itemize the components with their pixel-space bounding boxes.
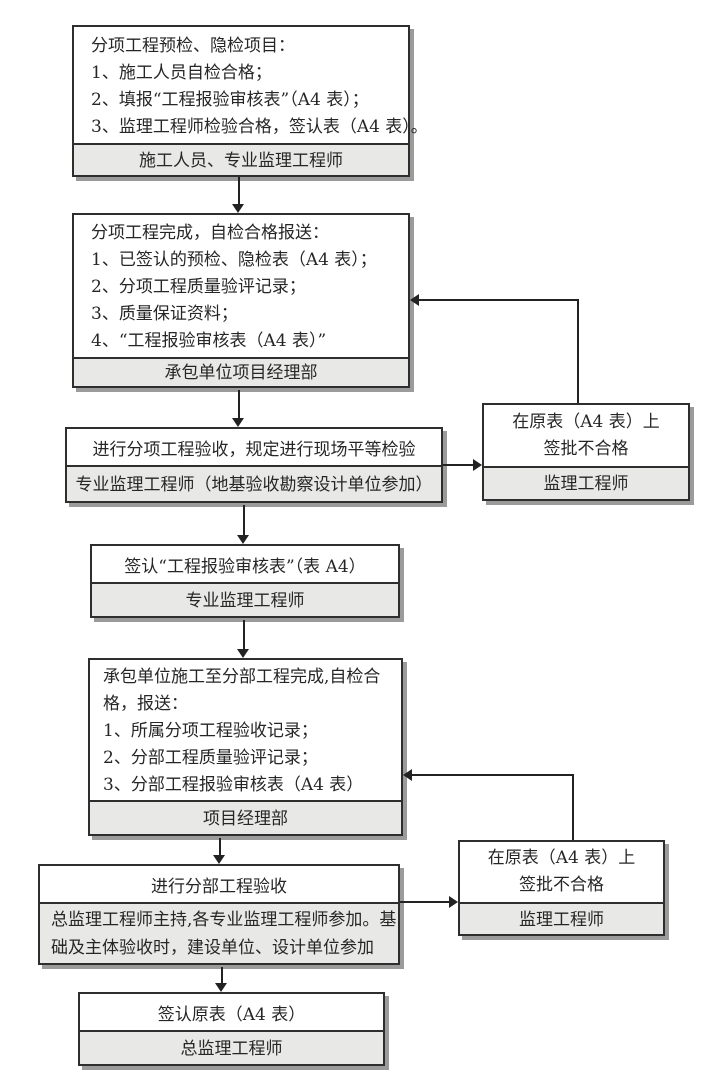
text-line: 1、施工人员自检合格； [91, 63, 272, 83]
arrow-down-icon [237, 535, 249, 544]
box-footer: 专业监理工程师 [92, 582, 398, 616]
flow-box-reject-a4-2: 在原表（A4 表）上 签批不合格 监理工程师 [458, 840, 665, 936]
text-line: 2、分项工程质量验评记录； [91, 277, 306, 297]
connector-box6-reject2 [400, 901, 449, 903]
box-body: 在原表（A4 表）上 签批不合格 [484, 405, 688, 466]
arrow-right-icon [473, 459, 482, 471]
text-line: 专业监理工程师（地基验收勘察设计单位参加） [75, 475, 433, 495]
box-footer: 施工人员、专业监理工程师 [74, 143, 408, 175]
text-line: 1、所属分项工程验收记录； [103, 721, 318, 741]
box-body: 进行分部工程验收 [40, 866, 398, 902]
text-line: 4、“工程报验审核表（A4 表）” [91, 331, 327, 351]
text-line: 3、质量保证资料； [91, 304, 238, 324]
text-line: 在原表（A4 表）上 [512, 411, 660, 432]
flow-box-reject-a4-1: 在原表（A4 表）上 签批不合格 监理工程师 [482, 403, 690, 501]
connector-box2-box3 [238, 390, 240, 419]
flow-box-subitem-complete-submit: 分项工程完成，自检合格报送： 1、已签认的预检、隐检表（A4 表）； 2、分项工… [72, 213, 410, 388]
connector-box5-box6 [219, 838, 221, 856]
box-body: 签认“工程报验审核表”（表 A4） [92, 546, 398, 582]
arrow-down-icon [213, 855, 225, 864]
box-body: 承包单位施工至分部工程完成,自检合 格，报送： 1、所属分项工程验收记录； 2、… [90, 660, 401, 800]
flow-box-subitem-acceptance: 进行分项工程验收，规定进行现场平等检验 专业监理工程师（地基验收勘察设计单位参加… [65, 427, 443, 503]
text-line: 施工人员、专业监理工程师 [139, 151, 343, 171]
box-body: 签认原表（A4 表） [80, 994, 383, 1030]
text-line: 分项工程完成，自检合格报送： [91, 223, 329, 243]
arrow-down-icon [232, 418, 244, 427]
connector-reject2-feedback-vertical [572, 774, 574, 840]
arrow-down-icon [232, 204, 244, 213]
text-line: 格，报送： [103, 694, 188, 714]
text-line: 1、已签认的预检、隐检表（A4 表）； [91, 250, 377, 270]
connector-reject2-feedback-horizontal [412, 774, 574, 776]
connector-box6-box7 [221, 967, 223, 984]
text-line: 签认原表（A4 表） [157, 1004, 306, 1025]
connector-box4-box5 [243, 620, 245, 650]
text-line: 签批不合格 [543, 438, 629, 459]
text-line: 承包单位项目经理部 [164, 363, 318, 383]
flow-box-sign-original-form: 签认原表（A4 表） 总监理工程师 [78, 992, 385, 1066]
text-line: 3、监理工程师检验合格，签认表（A4 表）。 [91, 117, 428, 137]
connector-box3-reject1 [443, 464, 473, 466]
text-line: 总监理工程师主持,各专业监理工程师参加。基 [51, 910, 397, 930]
text-line: 进行分项工程验收，规定进行现场平等检验 [92, 439, 416, 460]
arrow-down-icon [215, 983, 227, 992]
text-line: 础及主体验收时，建设单位、设计单位参加 [51, 938, 374, 958]
box-footer: 监理工程师 [460, 902, 663, 934]
text-line: 监理工程师 [519, 910, 604, 930]
flow-box-subdivision-complete-submit: 承包单位施工至分部工程完成,自检合 格，报送： 1、所属分项工程验收记录； 2、… [88, 658, 403, 836]
text-line: 签认“工程报验审核表”（表 A4） [124, 556, 366, 577]
box-body: 分项工程预检、隐检项目： 1、施工人员自检合格； 2、填报“工程报验审核表”（A… [74, 27, 428, 143]
text-line: 签批不合格 [519, 875, 604, 895]
connector-reject1-feedback-vertical [577, 299, 579, 403]
text-line: 承包单位施工至分部工程完成,自检合 [103, 667, 381, 687]
text-line: 2、分部工程质量验评记录； [103, 748, 318, 768]
flow-box-subdivision-acceptance: 进行分部工程验收 总监理工程师主持,各专业监理工程师参加。基 础及主体验收时，建… [38, 864, 400, 965]
arrow-down-icon [237, 649, 249, 658]
arrow-left-icon [410, 294, 419, 306]
text-line: 2、填报“工程报验审核表”（A4 表）； [91, 90, 369, 110]
connector-box1-box2 [238, 177, 240, 205]
box-footer: 监理工程师 [484, 466, 688, 499]
text-line: 监理工程师 [543, 474, 629, 494]
flow-box-subitem-precheck: 分项工程预检、隐检项目： 1、施工人员自检合格； 2、填报“工程报验审核表”（A… [72, 25, 428, 177]
box-footer: 专业监理工程师（地基验收勘察设计单位参加） [67, 465, 441, 501]
box-footer: 总监理工程师主持,各专业监理工程师参加。基 础及主体验收时，建设单位、设计单位参… [40, 902, 398, 963]
text-line: 进行分部工程验收 [151, 876, 287, 897]
box-footer: 承包单位项目经理部 [74, 357, 408, 386]
text-line: 项目经理部 [203, 809, 288, 829]
flow-box-sign-review-form: 签认“工程报验审核表”（表 A4） 专业监理工程师 [90, 544, 400, 618]
box-footer: 总监理工程师 [80, 1030, 383, 1064]
box-body: 分项工程完成，自检合格报送： 1、已签认的预检、隐检表（A4 表）； 2、分项工… [74, 215, 408, 357]
connector-box3-box4 [243, 505, 245, 536]
text-line: 在原表（A4 表）上 [487, 848, 636, 868]
text-line: 总监理工程师 [180, 1039, 283, 1059]
arrow-left-icon [403, 769, 412, 781]
text-line: 3、分部工程报验审核表（A4 表） [103, 775, 364, 795]
box-body: 在原表（A4 表）上 签批不合格 [460, 842, 663, 902]
box-footer: 项目经理部 [90, 800, 401, 834]
text-line: 专业监理工程师 [185, 591, 305, 611]
connector-reject1-feedback-horizontal [419, 299, 579, 301]
arrow-right-icon [449, 896, 458, 908]
text-line: 分项工程预检、隐检项目： [91, 36, 295, 56]
box-body: 进行分项工程验收，规定进行现场平等检验 [67, 429, 441, 465]
